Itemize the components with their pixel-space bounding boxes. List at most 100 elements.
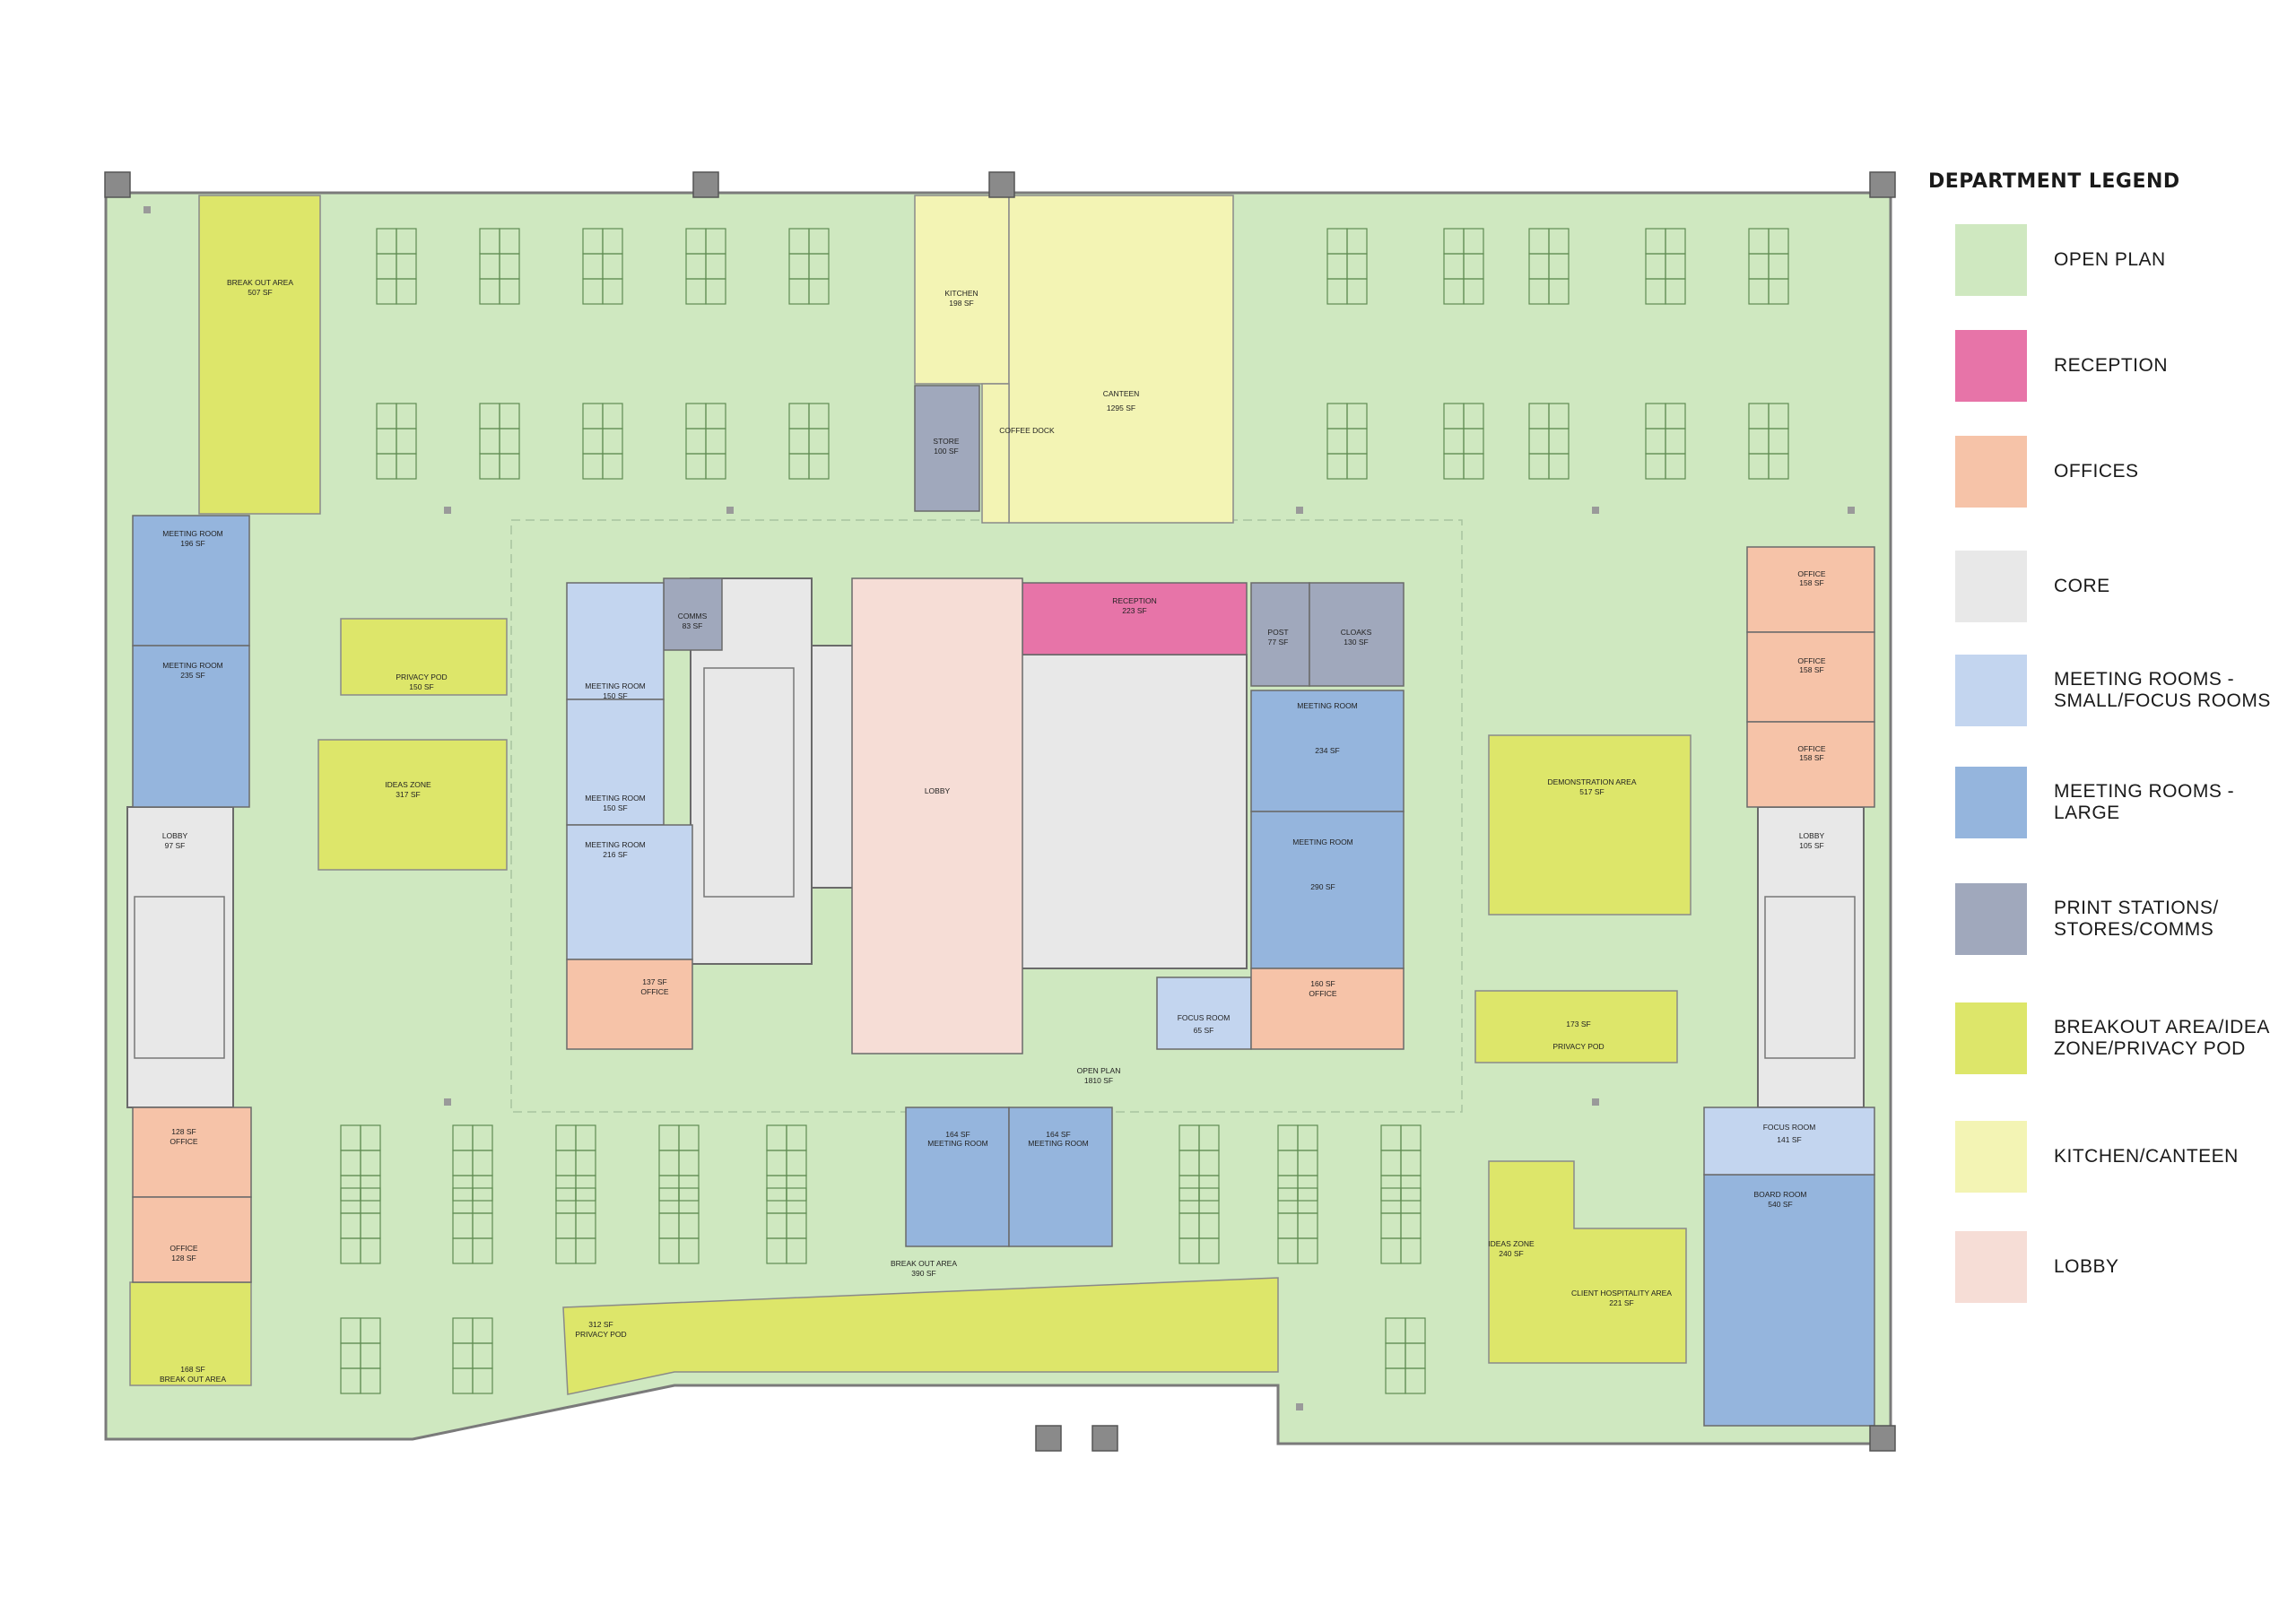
room-area: 100 SF [934, 447, 958, 456]
focus-c-zone [1156, 976, 1252, 1050]
room-name: KITCHEN [944, 289, 978, 298]
room-name: MEETING ROOM [162, 661, 223, 670]
legend-swatch [1955, 655, 2027, 726]
desk [678, 1237, 700, 1264]
column [988, 171, 1015, 198]
room-name: CANTEEN [1103, 389, 1140, 398]
pier [1592, 507, 1599, 514]
room-name: BREAK OUT AREA [891, 1259, 957, 1268]
room-name: MEETING ROOM [1028, 1139, 1089, 1148]
room-area: 83 SF [683, 621, 703, 630]
room-area: 173 SF [1566, 1020, 1590, 1028]
room-name: LOBBY [162, 831, 188, 840]
column [1091, 1425, 1118, 1452]
legend-label: LOBBY [2054, 1256, 2119, 1277]
room-area: 105 SF [1799, 841, 1823, 850]
room-area: 234 SF [1315, 746, 1339, 755]
office-e2-zone [1746, 631, 1875, 723]
meeting-c1-zone [566, 582, 665, 700]
room-name: LOBBY [925, 786, 951, 795]
desk [1346, 453, 1368, 480]
desk [499, 278, 520, 305]
room-name: IDEAS ZONE [385, 780, 431, 789]
board-room-zone [1703, 1174, 1875, 1427]
pier [726, 507, 734, 514]
room-area: 160 SF [1310, 979, 1335, 988]
room-area: 164 SF [945, 1130, 970, 1139]
pier [1296, 1403, 1303, 1410]
legend-label: MEETING ROOMS - SMALL/FOCUS ROOMS [2054, 669, 2271, 711]
meeting-c5-zone [1250, 811, 1405, 969]
meeting-w2-zone [132, 645, 250, 808]
privacy-pod-w-zone [340, 618, 508, 696]
legend-swatch [1955, 1231, 2027, 1303]
room-name: OFFICE [1797, 656, 1825, 665]
east-stair [1764, 896, 1856, 1059]
desk [360, 1237, 381, 1264]
department-legend: DEPARTMENT LEGEND OPEN PLAN RECEPTION OF… [1928, 170, 2287, 1303]
legend-item: OPEN PLAN [1955, 224, 2296, 296]
room-area: 390 SF [911, 1269, 935, 1278]
room-name: PRIVACY POD [575, 1330, 626, 1339]
room-area: 517 SF [1579, 787, 1604, 796]
desk [575, 1237, 596, 1264]
room-name: DEMONSTRATION AREA [1547, 777, 1636, 786]
legend-label: OFFICES [2054, 461, 2139, 482]
room-area: 312 SF [588, 1320, 613, 1329]
office-c2-zone [1250, 968, 1405, 1050]
desk [1198, 1237, 1220, 1264]
room-name: LOBBY [1799, 831, 1825, 840]
room-area: 128 SF [171, 1127, 196, 1136]
room-area: 77 SF [1268, 638, 1289, 647]
room-name: MEETING ROOM [585, 681, 646, 690]
desk [360, 1367, 381, 1394]
pier [1848, 507, 1855, 514]
desk [472, 1367, 493, 1394]
room-name: IDEAS ZONE [1488, 1239, 1535, 1248]
room-area: 65 SF [1194, 1026, 1214, 1035]
desk [1400, 1237, 1422, 1264]
legend-item: LOBBY [1955, 1231, 2296, 1303]
legend-swatch [1955, 436, 2027, 508]
room-name: PRIVACY POD [396, 673, 447, 681]
room-name: MEETING ROOM [1292, 838, 1353, 846]
room-area: 1810 SF [1084, 1076, 1113, 1085]
room-name: POST [1267, 628, 1288, 637]
legend-item: KITCHEN/CANTEEN [1955, 1121, 2296, 1193]
legend-swatch [1955, 330, 2027, 402]
meeting-s2-zone [1008, 1107, 1113, 1247]
room-area: 221 SF [1609, 1298, 1633, 1307]
legend-swatch [1955, 767, 2027, 838]
desk [1405, 1367, 1426, 1394]
legend-swatch [1955, 883, 2027, 955]
office-c1-zone [566, 959, 693, 1050]
room-area: 223 SF [1122, 606, 1146, 615]
room-area: 317 SF [396, 790, 420, 799]
legend-item: MEETING ROOMS - SMALL/FOCUS ROOMS [1955, 655, 2296, 726]
legend-swatch [1955, 1002, 2027, 1074]
room-area: 235 SF [180, 671, 204, 680]
room-name: CLIENT HOSPITALITY AREA [1571, 1289, 1672, 1298]
desk [1665, 278, 1686, 305]
room-area: 196 SF [180, 539, 204, 548]
post-zone [1250, 582, 1310, 687]
toilet-core [990, 654, 1248, 969]
